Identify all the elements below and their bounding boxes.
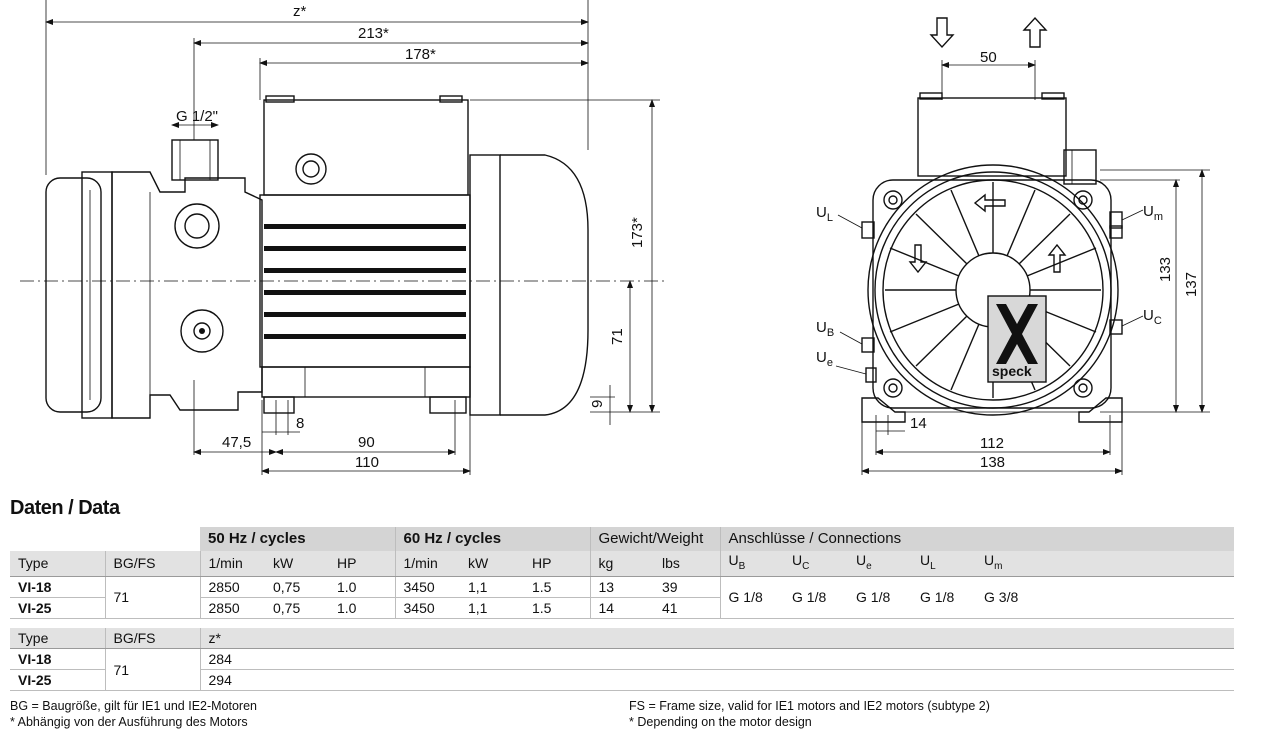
dim-z: z* <box>293 3 307 20</box>
kw50-cell: 0,75 <box>265 576 329 598</box>
hp50-cell: 1.0 <box>329 576 395 598</box>
col-z: z* <box>199 628 1234 649</box>
data-table: 50 Hz / cycles 60 Hz / cycles Gewicht/We… <box>10 527 1234 619</box>
group-50hz: 50 Hz / cycles <box>200 527 395 551</box>
dim-9: 9 <box>589 400 606 408</box>
kw60-cell: 1,1 <box>460 576 524 598</box>
bgfs-cell: 71 <box>104 648 200 691</box>
dim-173: 173* <box>629 217 646 248</box>
dim-137: 137 <box>1183 272 1200 297</box>
note-right: FS = Frame size, valid for IE1 motors an… <box>629 698 990 730</box>
col-hp50: HP <box>329 551 395 577</box>
dim-47-5: 47,5 <box>222 434 251 451</box>
type-cell: VI-25 <box>10 669 105 691</box>
col-ue: Ue <box>848 551 912 577</box>
type-cell: VI-25 <box>10 597 105 619</box>
kg-cell: 13 <box>589 576 654 598</box>
label-uc: UC <box>1143 307 1162 327</box>
dim-50: 50 <box>980 49 997 66</box>
col-um: Um <box>976 551 1234 577</box>
conn-ub-cell: G 1/8 <box>719 576 784 619</box>
kg-cell: 14 <box>589 597 654 619</box>
group-60hz: 60 Hz / cycles <box>394 527 590 551</box>
rpm60-cell: 3450 <box>394 576 460 598</box>
col-ub: UB <box>719 551 784 577</box>
col-hp60: HP <box>524 551 590 577</box>
column-header-row: Type BG/FS 1/min kW HP 1/min kW HP kg lb… <box>10 551 1234 577</box>
conn-uc-cell: G 1/8 <box>784 576 848 619</box>
hp60-cell: 1.5 <box>524 597 590 619</box>
table-row: VI-18 71 2850 0,75 1.0 3450 1,1 1.5 13 3… <box>10 576 1234 619</box>
conn-ul-cell: G 1/8 <box>912 576 976 619</box>
dimension-table: Type BG/FS z* VI-18 71 284 VI-25 294 <box>10 628 1234 691</box>
note-left: BG = Baugröße, gilt für IE1 und IE2-Moto… <box>10 698 257 730</box>
dim-213: 213* <box>358 25 389 42</box>
col-type: Type <box>10 628 105 649</box>
arrow-up-icon <box>1022 16 1048 48</box>
group-connections: Anschlüsse / Connections <box>719 527 1234 551</box>
arrow-down-icon <box>929 17 955 49</box>
section-title: Daten / Data <box>10 497 120 519</box>
conn-um-cell: G 3/8 <box>976 576 1234 619</box>
dim-110: 110 <box>355 454 379 471</box>
dim-112: 112 <box>980 435 1004 452</box>
type-cell: VI-18 <box>10 576 105 598</box>
rpm50-cell: 2850 <box>199 576 265 598</box>
rpm60-cell: 3450 <box>394 597 460 619</box>
front-view: speck UL UB Ue Um UC 50 133 137 <box>816 16 1210 475</box>
note-asterisk-de: * Abhängig von der Ausführung des Motors <box>10 715 248 729</box>
dim-71: 71 <box>609 328 626 345</box>
brand-label: speck <box>992 363 1032 379</box>
col-uc: UC <box>784 551 848 577</box>
col-ul: UL <box>912 551 976 577</box>
col-kw60: kW <box>460 551 524 577</box>
table-row: VI-25 2850 0,75 1.0 3450 1,1 1.5 14 41 <box>10 597 1234 619</box>
dim-14: 14 <box>910 415 927 432</box>
z-cell: 294 <box>199 669 1234 691</box>
col-type: Type <box>10 551 105 577</box>
group-header-row: 50 Hz / cycles 60 Hz / cycles Gewicht/We… <box>10 527 1234 551</box>
kw50-cell: 0,75 <box>265 597 329 619</box>
dim-90: 90 <box>358 434 375 451</box>
column-header-row: Type BG/FS z* <box>10 628 1234 649</box>
label-ue: Ue <box>816 349 833 369</box>
col-rpm60: 1/min <box>394 551 460 577</box>
hp60-cell: 1.5 <box>524 576 590 598</box>
col-kw50: kW <box>265 551 329 577</box>
dim-133: 133 <box>1157 257 1174 282</box>
table-row: VI-18 71 284 <box>10 648 1234 691</box>
dim-178: 178* <box>405 46 436 63</box>
note-bg: BG = Baugröße, gilt für IE1 und IE2-Moto… <box>10 699 258 713</box>
col-rpm50: 1/min <box>199 551 265 577</box>
dim-8: 8 <box>296 415 304 432</box>
col-bgfs: BG/FS <box>104 628 200 649</box>
col-lbs: lbs <box>654 551 720 577</box>
bgfs-cell: 71 <box>104 576 200 619</box>
label-ul: UL <box>816 204 833 224</box>
z-cell: 284 <box>199 648 1234 670</box>
label-um: Um <box>1143 203 1163 223</box>
dim-thread: G 1/2" <box>176 108 218 125</box>
note-asterisk-en: * Depending on the motor design <box>629 715 812 729</box>
technical-drawing: z* 213* 178* G 1/2" 173* 71 9 8 47,5 90 <box>20 0 1210 475</box>
lbs-cell: 41 <box>654 597 720 619</box>
kw60-cell: 1,1 <box>460 597 524 619</box>
col-kg: kg <box>589 551 654 577</box>
rpm50-cell: 2850 <box>199 597 265 619</box>
lbs-cell: 39 <box>654 576 720 598</box>
table-row: VI-25 294 <box>10 669 1234 691</box>
col-bgfs: BG/FS <box>104 551 200 577</box>
side-view: z* 213* 178* G 1/2" 173* 71 9 8 47,5 90 <box>20 0 665 475</box>
label-ub: UB <box>816 319 834 339</box>
note-fs: FS = Frame size, valid for IE1 motors an… <box>629 699 990 713</box>
type-cell: VI-18 <box>10 648 105 670</box>
hp50-cell: 1.0 <box>329 597 395 619</box>
dim-138: 138 <box>980 454 1005 471</box>
group-weight: Gewicht/Weight <box>589 527 720 551</box>
conn-ue-cell: G 1/8 <box>848 576 912 619</box>
